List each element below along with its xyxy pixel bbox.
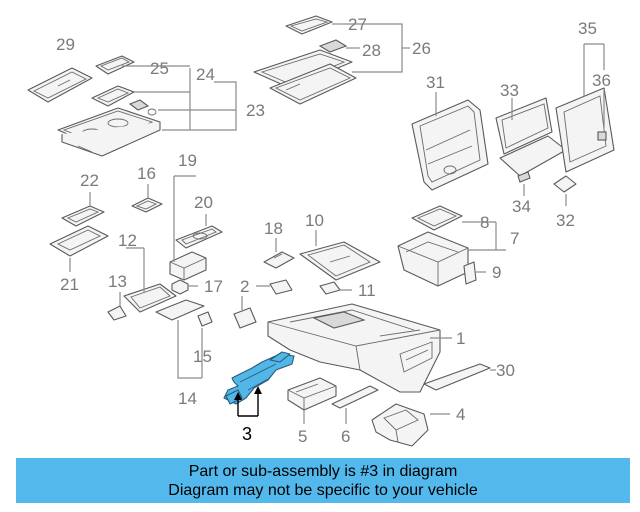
leader-3-highlight <box>234 386 262 417</box>
part-22-mat <box>61 205 105 227</box>
part-11-button <box>319 281 341 295</box>
callout-29: 29 <box>56 35 75 54</box>
part-25-lid <box>95 55 135 75</box>
part-20-insert <box>175 225 223 249</box>
part-6-rail <box>331 385 379 409</box>
part-8-mat <box>411 205 463 231</box>
part-3-highlighted-bracket <box>223 351 295 405</box>
callout-21: 21 <box>60 275 79 294</box>
callout-31: 31 <box>426 73 445 92</box>
callout-32: 32 <box>556 211 575 230</box>
part-14-bracket <box>155 299 205 321</box>
callout-12: 12 <box>118 231 137 250</box>
callout-2: 2 <box>240 277 249 296</box>
callout-33: 33 <box>500 81 519 100</box>
callout-23: 23 <box>246 101 265 120</box>
part-17-knob <box>171 279 189 295</box>
part-32-clip <box>553 175 577 193</box>
part-29-tray <box>27 67 93 103</box>
callout-10: 10 <box>305 211 324 230</box>
part-30-trim <box>423 363 491 391</box>
callout-27: 27 <box>348 15 367 34</box>
part-7-bin <box>397 231 469 287</box>
callout-28: 28 <box>362 41 381 60</box>
callout-13: 13 <box>108 272 127 291</box>
callout-24: 24 <box>196 65 215 84</box>
part-16-mat <box>131 197 163 213</box>
leaders-lower <box>303 369 496 424</box>
part-10-tray <box>299 241 381 281</box>
part-28-latch <box>318 39 348 53</box>
part-12-tray <box>123 283 177 313</box>
part-13-clip <box>107 305 127 321</box>
part-18-button <box>263 251 295 269</box>
part-19-holder <box>169 251 207 281</box>
parts-diagram: 1 2 3 4 5 6 7 8 9 10 11 12 13 14 15 16 1… <box>27 15 615 447</box>
banner-line-part-number: Part or sub-assembly is #3 in diagram <box>188 462 458 480</box>
callout-18: 18 <box>264 219 283 238</box>
callout-16: 16 <box>137 164 156 183</box>
part-1-center-console <box>267 303 441 393</box>
part-23-cupholder-insert <box>57 107 161 157</box>
callout-14: 14 <box>178 389 197 408</box>
callout-4: 4 <box>456 405 465 424</box>
part-34-tab <box>517 171 531 183</box>
part-26-console-top <box>253 49 357 105</box>
callout-11: 11 <box>358 281 376 300</box>
part-27-lid <box>285 15 333 35</box>
callout-8: 8 <box>480 213 489 232</box>
leaders-left-middle <box>69 175 207 287</box>
leaders-right-middle <box>462 221 506 273</box>
callout-36: 36 <box>592 71 611 90</box>
part-31-bezel <box>411 99 489 191</box>
leaders-31-36 <box>435 43 605 206</box>
callout-17: 17 <box>204 277 223 296</box>
part-15-clip <box>197 311 213 327</box>
part-35-panel <box>555 87 615 173</box>
callout-9: 9 <box>492 263 501 282</box>
part-21-mat <box>49 225 109 257</box>
callout-34: 34 <box>512 197 531 216</box>
part-4-mount <box>371 403 429 447</box>
callout-26: 26 <box>412 39 431 58</box>
callout-15: 15 <box>193 347 212 366</box>
callout-6: 6 <box>341 427 350 446</box>
callout-19: 19 <box>178 151 197 170</box>
leaders-26-27-28 <box>332 23 410 73</box>
leaders-left-lower <box>119 247 203 379</box>
callout-labels: 1 2 3 4 5 6 7 8 9 10 11 12 13 14 15 16 1… <box>56 15 611 446</box>
callout-5: 5 <box>298 427 307 446</box>
part-2-switch <box>233 279 293 329</box>
callout-22: 22 <box>80 171 99 190</box>
callout-3: 3 <box>242 424 252 444</box>
callout-1: 1 <box>456 329 465 348</box>
callout-30: 30 <box>496 361 515 380</box>
callout-20: 20 <box>194 193 213 212</box>
callout-25: 25 <box>150 59 169 78</box>
callout-7: 7 <box>510 229 519 248</box>
part-33-pocket <box>495 97 567 177</box>
part-9-clip <box>463 261 477 285</box>
part-24-bin <box>91 85 135 107</box>
info-banner: Part or sub-assembly is #3 in diagram Di… <box>16 458 630 503</box>
banner-line-disclaimer: Diagram may not be specific to your vehi… <box>168 481 478 499</box>
part-23-clip <box>128 99 157 116</box>
leaders-23-24-25 <box>122 65 237 131</box>
part-5-bracket <box>287 377 337 411</box>
callout-35: 35 <box>578 19 597 38</box>
leaders-middle <box>241 230 352 310</box>
